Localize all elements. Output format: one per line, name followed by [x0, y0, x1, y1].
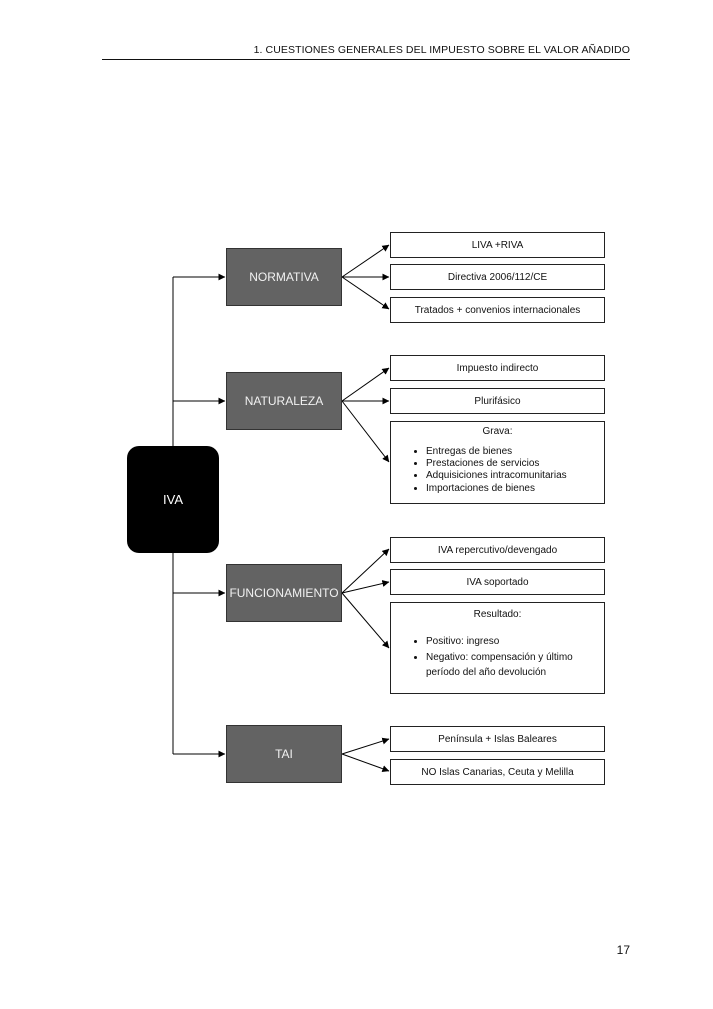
category-label: NORMATIVA: [249, 270, 319, 284]
edge-tai-1: [341, 737, 390, 755]
list-title: Resultado:: [473, 609, 522, 620]
leaf-plurifasico: Plurifásico: [390, 388, 605, 414]
list-item: Importaciones de bienes: [426, 483, 604, 495]
page-header-title: 1. CUESTIONES GENERALES DEL IMPUESTO SOB…: [253, 44, 630, 56]
bullet-list: Positivo: ingreso Negativo: compensación…: [391, 634, 604, 681]
list-item: Entregas de bienes: [426, 446, 604, 458]
list-item: Prestaciones de servicios: [426, 458, 604, 470]
category-normativa: NORMATIVA: [226, 248, 342, 306]
leaf-directiva: Directiva 2006/112/CE: [390, 264, 605, 290]
category-label: TAI: [275, 747, 293, 761]
category-label: FUNCIONAMIENTO: [229, 586, 339, 600]
category-funcionamiento: FUNCIONAMIENTO: [226, 564, 342, 622]
category-label: NATURALEZA: [244, 394, 324, 408]
edge-normativa-1: [341, 244, 390, 278]
leaf-liva-riva: LIVA +RIVA: [390, 232, 605, 258]
edge-funcionamiento-2: [341, 580, 390, 594]
list-title: Grava:: [482, 426, 513, 437]
list-item: Negativo: compensación y último período …: [426, 650, 604, 681]
leaf-peninsula: Península + Islas Baleares: [390, 726, 605, 752]
leaf-impuesto-indirecto: Impuesto indirecto: [390, 355, 605, 381]
category-tai: TAI: [226, 725, 342, 783]
page-number: 17: [616, 943, 630, 957]
root-label: IVA: [163, 492, 183, 507]
leaf-iva-soportado: IVA soportado: [390, 569, 605, 595]
leaf-grava-list: Grava: Entregas de bienes Prestaciones d…: [390, 421, 605, 504]
edge-tai-2: [341, 753, 390, 773]
header-rule: [102, 59, 630, 60]
leaf-tratados: Tratados + convenios internacionales: [390, 297, 605, 323]
leaf-resultado-list: Resultado: Positivo: ingreso Negativo: c…: [390, 602, 605, 694]
list-item: Adquisiciones intracomunitarias: [426, 470, 604, 482]
root-node-iva: IVA: [127, 446, 219, 553]
edge-normativa-3: [341, 276, 390, 310]
edge-naturaleza-1: [341, 367, 390, 402]
edge-funcionamiento-3: [341, 592, 390, 649]
leaf-no-canarias: NO Islas Canarias, Ceuta y Melilla: [390, 759, 605, 785]
edge-funcionamiento-1: [341, 548, 390, 594]
edge-naturaleza-3: [341, 400, 390, 463]
list-item: Positivo: ingreso: [426, 634, 604, 650]
bullet-list: Entregas de bienes Prestaciones de servi…: [391, 446, 604, 495]
leaf-iva-repercutido: IVA repercutivo/devengado: [390, 537, 605, 563]
category-naturaleza: NATURALEZA: [226, 372, 342, 430]
